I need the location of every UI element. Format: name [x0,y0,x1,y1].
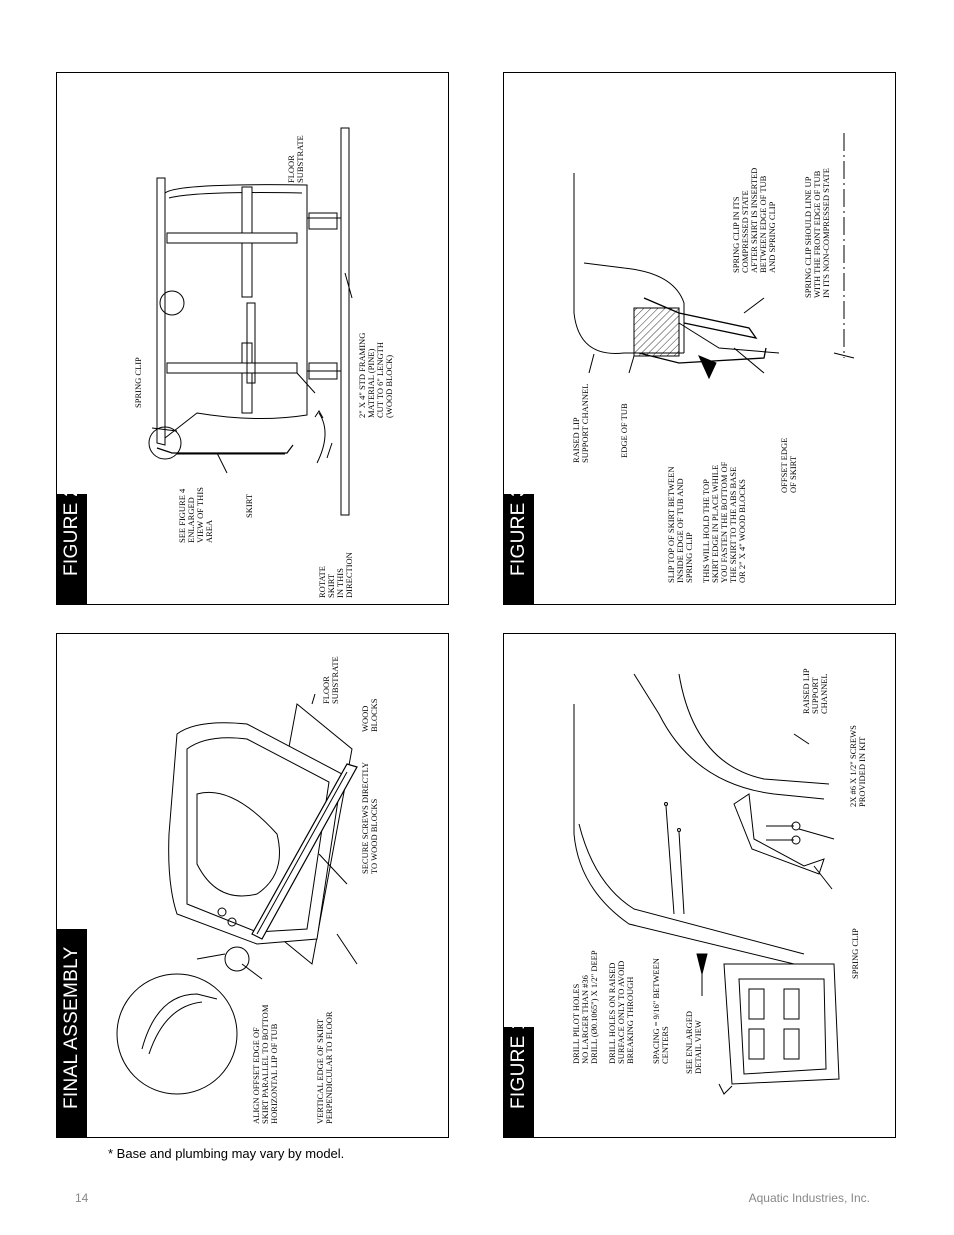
fig3-slip-top-label: SLIP TOP OF SKIRT BETWEEN INSIDE EDGE OF… [666,464,694,583]
final-assembly-title: FINAL ASSEMBLY [61,946,82,1109]
fig1-see-enlarged-label: SEE ENLARGED DETAIL VIEW [684,1009,703,1074]
fig1-drill-raised-label: DRILL HOLES ON RAISED SURFACE ONLY TO AV… [607,959,635,1064]
fig3-raised-lip-label: RAISED LIP SUPPORT CHANNEL [571,384,590,463]
fig1-spacing-label: SPACING = 9/16" BETWEEN CENTERS [651,956,670,1064]
fig2-rotate-label: ROTATE SKIRT IN THIS DIRECTION [317,552,354,598]
figure-2-panel: SEE FIGURE 4 ENLARGED VIEW OF THIS AREA … [56,72,449,605]
fig2-spring-clip-label: SPRING CLIP [133,357,143,408]
figure-1-tab: FIGURE 1 [504,1019,534,1137]
figure-1-title: FIGURE 1 [508,1018,529,1109]
final-floor-label: FLOOR SUBSTRATE [321,656,340,704]
page-number: 14 [75,1191,89,1205]
fig1-raised-lip-label: RAISED LIP SUPPORT CHANNEL [801,667,829,714]
footnote: * Base and plumbing may vary by model. [108,1146,345,1161]
fig2-skirt-label: SKIRT [244,493,254,518]
figure-3-panel: RAISED LIP SUPPORT CHANNEL EDGE OF TUB S… [503,72,896,605]
figure-2-drawing: SEE FIGURE 4 ENLARGED VIEW OF THIS AREA … [133,127,394,598]
final-assembly-drawing: ALIGN OFFSET EDGE OF SKIRT PARALLEL TO B… [116,656,379,1125]
final-align-label: ALIGN OFFSET EDGE OF SKIRT PARALLEL TO B… [251,1003,279,1125]
figure-3-title: FIGURE 3 [508,485,529,576]
company-name: Aquatic Industries, Inc. [748,1191,870,1205]
fig3-offset-edge-label: OFFSET EDGE OF SKIRT [779,436,798,493]
figure-1-panel: DRILL PILOT HOLES NO LARGER THAN #36 DRI… [503,633,896,1138]
final-assembly-panel: ALIGN OFFSET EDGE OF SKIRT PARALLEL TO B… [56,633,449,1138]
fig2-see-figure4-label: SEE FIGURE 4 ENLARGED VIEW OF THIS AREA [177,485,214,543]
figure-2-tab: FIGURE 2 [57,486,87,604]
fig1-drill-label: DRILL PILOT HOLES NO LARGER THAN #36 DRI… [571,950,599,1064]
fig3-line-up-label: SPRING CLIP SHOULD LINE UP WITH THE FRON… [803,168,831,298]
figure-1-drawing: DRILL PILOT HOLES NO LARGER THAN #36 DRI… [571,667,867,1095]
final-assembly-tab: FINAL ASSEMBLY [57,929,87,1137]
figure-3-drawing: RAISED LIP SUPPORT CHANNEL EDGE OF TUB S… [571,133,855,584]
fig3-compressed-label: SPRING CLIP IN ITS COMPRESSED STATE AFTE… [731,166,777,273]
figure-2-title: FIGURE 2 [61,485,82,576]
fig2-floor-label: FLOOR SUBSTRATE [286,135,305,183]
final-wood-blocks-label: WOOD BLOCKS [360,698,379,732]
fig2-framing-label: 2" X 4" STD FRAMING MATERIAL (PINE) CUT … [357,331,394,418]
final-secure-label: SECURE SCREWS DIRECTLY TO WOOD BLOCKS [360,760,379,874]
final-vertical-label: VERTICAL EDGE OF SKIRT PERPENDICULAR TO … [315,1011,334,1124]
fig1-screws-label: 2X #6 X 1/2" SCREWS PROVIDED IN KIT [848,723,867,807]
fig3-hold-top-label: THIS WILL HOLD THE TOP SKIRT EDGE IN PLA… [701,460,747,584]
fig3-edge-of-tub-label: EDGE OF TUB [619,403,629,458]
fig1-spring-clip-label: SPRING CLIP [850,928,860,979]
figure-3-tab: FIGURE 3 [504,486,534,604]
